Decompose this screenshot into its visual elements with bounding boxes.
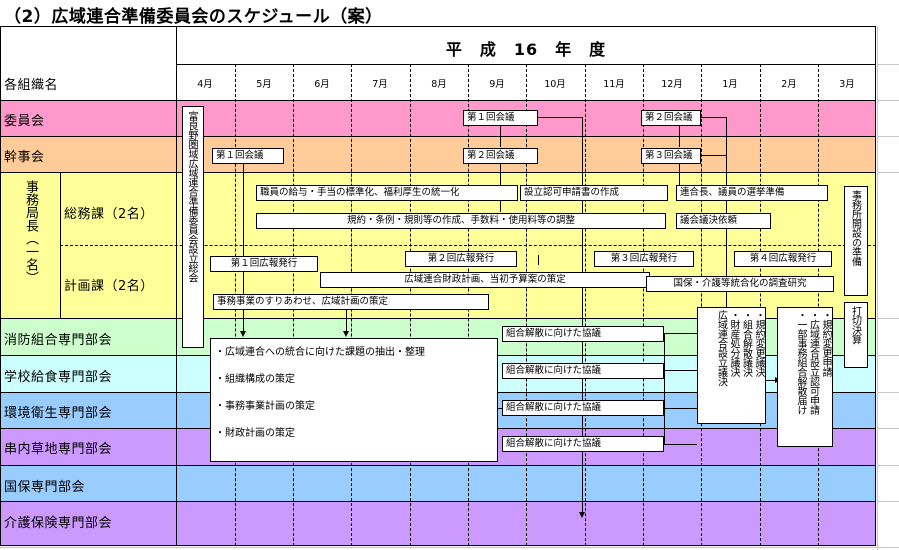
- kanjikai-meeting-1: 第１回会議: [212, 148, 284, 164]
- row-label-kokuho: 国保専門部会: [4, 480, 86, 495]
- month-apr: 4月: [197, 79, 213, 90]
- schedule-table: [0, 26, 876, 546]
- shinsei-box: ・規約変更申請 ・広域連合設立認可申請 ・一部事務組合解散届け: [777, 307, 833, 447]
- page-title: （2）広域連合準備委員会のスケジュール（案）: [4, 7, 383, 27]
- row-label-jimukyoku: 事務局長（一名）: [22, 180, 38, 284]
- row-label-shobo: 消防組合専門部会: [4, 333, 113, 348]
- kanjikai-meeting-2: 第２回会議: [463, 148, 538, 164]
- surikomi-box: 事務事業のすりあわせ、広域計画の策定: [213, 294, 489, 310]
- month-jun: 6月: [314, 79, 330, 90]
- row-label-kushiuchi: 串内草地専門部会: [4, 442, 113, 457]
- month-oct: 10月: [544, 79, 566, 90]
- band-kokuho: [0, 465, 876, 501]
- jimusho-kaisetsu-box: 事務所開設の準備: [844, 186, 868, 296]
- band-kaigo: [0, 501, 876, 546]
- gikai-giketsu-box: ・規約変更議決 ・組合解散議決 ・財産処分議決 広域連合設立議決: [697, 307, 766, 424]
- month-nov: 11月: [603, 79, 625, 90]
- row-label-kaigo: 介護保険専門部会: [4, 516, 113, 531]
- month-sep: 9月: [489, 79, 505, 90]
- row-label-kanjikai: 幹事会: [4, 150, 45, 165]
- issue-item-4: ・財政計画の策定: [215, 428, 295, 439]
- row-label-kankyo: 環境衛生専門部会: [4, 406, 113, 421]
- issue-item-1: ・広域連合への統合に向けた課題の抽出・整理: [215, 347, 425, 358]
- somu-kyuyo-box: 職員の給与・手当の標準化、福利厚生の統一化: [256, 185, 518, 201]
- month-jul: 7月: [372, 79, 388, 90]
- month-jan: 1月: [722, 79, 738, 90]
- somu-ninka-box: 設立認可申請書の作成: [520, 185, 668, 201]
- row-label-gakko: 学校給食専門部会: [4, 370, 113, 385]
- uchikiri-kessan-box: 打切決算: [844, 302, 868, 368]
- issue-item-2: ・組織構成の策定: [215, 374, 295, 385]
- iinkai-meeting-2: 第２回会議: [641, 110, 701, 126]
- fiscal-year-header: 平 成 16 年 度: [445, 40, 607, 59]
- band-iinkai: [0, 100, 876, 136]
- row-label-iinkai: 委員会: [4, 114, 45, 129]
- month-may: 5月: [256, 79, 272, 90]
- month-feb: 2月: [781, 79, 797, 90]
- setsuritsu-soukai-box: 富良野圏域広域連合準備委員会設立総会: [182, 106, 204, 348]
- row-label-keikakuka: 計画課（2名）: [64, 279, 154, 294]
- kaisan-shobo-box: 組合解散に向けた協議: [502, 326, 664, 342]
- somu-senkyo-box: 連合長、議員の選挙準備: [676, 185, 828, 201]
- month-aug: 8月: [431, 79, 447, 90]
- kaisan-kankyo-box: 組合解散に向けた協議: [502, 400, 664, 416]
- org-header-label: 各組織名: [4, 78, 59, 93]
- issue-item-3: ・事務事業計画の策定: [215, 401, 315, 412]
- zaisei-keikaku-box: 広域連合財政計画、当初予算案の策定: [320, 272, 650, 288]
- koho-1-box: 第１回広報発行: [210, 256, 318, 272]
- somu-gikai-box: 議会議決依頼: [676, 213, 771, 229]
- kaisan-kushiuchi-box: 組合解散に向けた協議: [502, 436, 664, 452]
- row-label-somuka: 総務課（2名）: [64, 207, 154, 222]
- month-mar: 3月: [839, 79, 855, 90]
- iinkai-meeting-1: 第１回会議: [463, 110, 538, 126]
- kaisan-gakko-box: 組合解散に向けた協議: [502, 363, 664, 379]
- issue-extraction-box: ・広域連合への統合に向けた課題の抽出・整理 ・組織構成の策定 ・事務事業計画の策…: [210, 338, 498, 462]
- koho-4-box: 第４回広報発行: [734, 251, 832, 267]
- somu-kiyaku-box: 規約・条例・規則等の作成、手数料・使用料等の調整: [256, 213, 666, 229]
- koho-3-box: 第３回広報発行: [594, 251, 694, 267]
- band-kanjikai: [0, 136, 876, 172]
- kanjikai-meeting-3: 第３回会議: [641, 148, 701, 164]
- kokuho-study-box: 国保・介護等統合化の調査研究: [646, 276, 834, 292]
- month-dec: 12月: [661, 79, 683, 90]
- koho-2-box: 第２回広報発行: [405, 251, 517, 267]
